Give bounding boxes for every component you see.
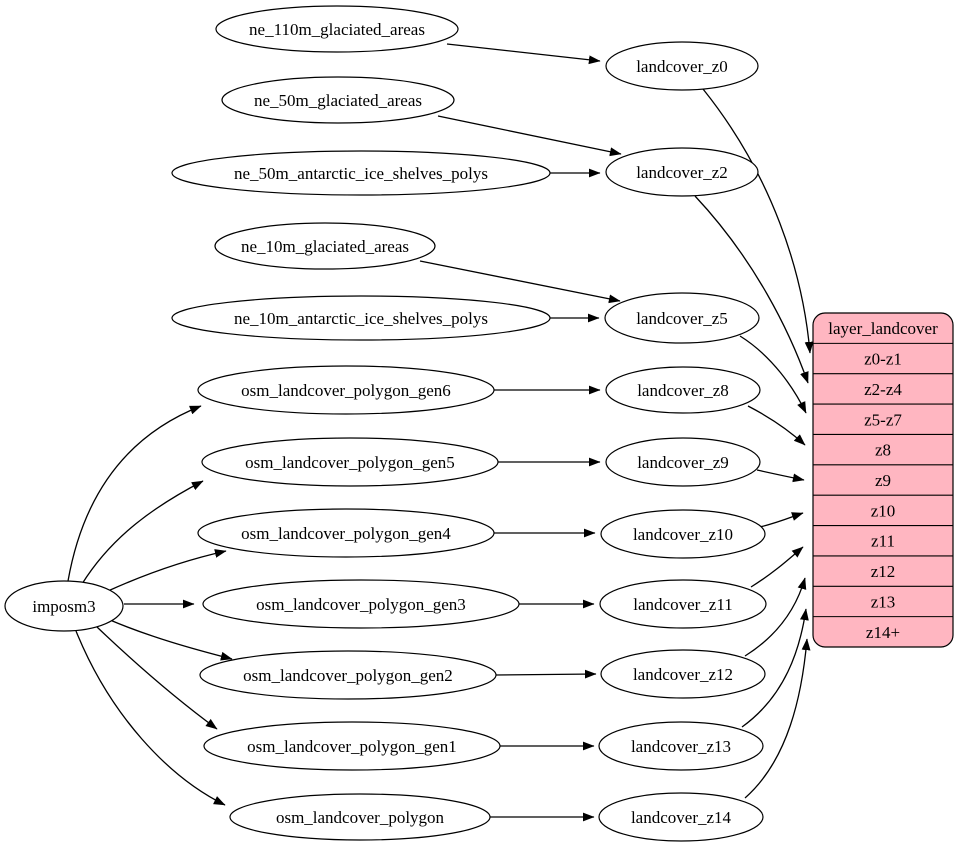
edge-imposm3--osm_landcover_polygon_gen5 — [81, 480, 204, 585]
node-osm_landcover_polygon_gen2[interactable]: osm_landcover_polygon_gen2 — [199, 650, 497, 700]
node-label: ne_10m_antarctic_ice_shelves_polys — [234, 309, 488, 328]
node-ne_50m_glaciated_areas[interactable]: ne_50m_glaciated_areas — [221, 76, 455, 124]
node-label: osm_landcover_polygon_gen5 — [245, 453, 455, 472]
table-row-z0-z1[interactable]: z0-z1 — [864, 350, 902, 369]
node-label: landcover_z12 — [633, 665, 733, 684]
edge-ne_50m_glaciated_areas--landcover_z2 — [437, 115, 622, 157]
node-ne_50m_antarctic_ice_shelves_polys[interactable]: ne_50m_antarctic_ice_shelves_polys — [171, 150, 551, 196]
table-layer_landcover[interactable]: layer_landcover z0-z1 z2-z4 z5-z7 z8 z9 z10 z11… — [812, 312, 954, 648]
node-label: ne_50m_antarctic_ice_shelves_polys — [234, 164, 488, 183]
node-landcover_z9[interactable]: landcover_z9 — [605, 437, 761, 487]
edge-landcover_z5--layer_landcover:z5-z7 — [739, 335, 807, 414]
edge-ne_110m_glaciated_areas--landcover_z0 — [446, 43, 601, 65]
node-ne_10m_antarctic_ice_shelves_polys[interactable]: ne_10m_antarctic_ice_shelves_polys — [171, 295, 551, 341]
node-osm_landcover_polygon_gen4[interactable]: osm_landcover_polygon_gen4 — [197, 508, 495, 558]
node-label: osm_landcover_polygon_gen6 — [241, 381, 451, 400]
node-label: landcover_z9 — [637, 453, 729, 472]
edge-landcover_z13--layer_landcover:z13 — [741, 608, 809, 728]
node-label: landcover_z10 — [633, 525, 733, 544]
edge-landcover_z14--layer_landcover:z14+ — [744, 638, 811, 799]
node-osm_landcover_polygon_gen5[interactable]: osm_landcover_polygon_gen5 — [201, 437, 499, 487]
node-ne_10m_glaciated_areas[interactable]: ne_10m_glaciated_areas — [214, 222, 436, 270]
node-label: ne_10m_glaciated_areas — [241, 237, 409, 256]
node-label: osm_landcover_polygon_gen1 — [247, 737, 457, 756]
table-row-z14+[interactable]: z14+ — [866, 623, 900, 642]
node-landcover_z13[interactable]: landcover_z13 — [598, 721, 764, 771]
edge-landcover_z12--layer_landcover:z12 — [744, 577, 807, 657]
node-label: osm_landcover_polygon — [276, 808, 445, 827]
node-label: ne_50m_glaciated_areas — [254, 91, 422, 110]
nodes-layer: imposm3 ne_110m_glaciated_areas ne_50m_gla… — [4, 5, 767, 842]
edge-landcover_z11--layer_landcover:z11 — [750, 546, 804, 588]
table-row-z9[interactable]: z9 — [875, 471, 891, 490]
table-outline — [812, 312, 954, 648]
table-row-z2-z4[interactable]: z2-z4 — [864, 380, 902, 399]
node-label: landcover_z5 — [636, 309, 728, 328]
edge-imposm3--osm_landcover_polygon_gen1 — [96, 626, 218, 730]
edge-ne_10m_glaciated_areas--landcover_z5 — [419, 260, 621, 304]
edges-layer — [67, 43, 814, 822]
table-header: layer_landcover — [828, 319, 938, 338]
node-label: osm_landcover_polygon_gen2 — [243, 666, 453, 685]
node-osm_landcover_polygon_gen6[interactable]: osm_landcover_polygon_gen6 — [197, 365, 495, 415]
edge-landcover_z10--layer_landcover:z10 — [759, 512, 804, 528]
node-osm_landcover_polygon_gen3[interactable]: osm_landcover_polygon_gen3 — [202, 579, 520, 629]
node-landcover_z11[interactable]: landcover_z11 — [599, 579, 767, 629]
edge-imposm3--osm_landcover_polygon_gen4 — [107, 549, 227, 592]
node-landcover_z14[interactable]: landcover_z14 — [598, 792, 764, 842]
node-label: osm_landcover_polygon_gen3 — [256, 595, 466, 614]
node-osm_landcover_polygon[interactable]: osm_landcover_polygon — [229, 793, 491, 841]
table-row-z13[interactable]: z13 — [871, 592, 896, 611]
edge-landcover_z8--layer_landcover:z8 — [747, 405, 806, 446]
node-label: landcover_z11 — [633, 595, 732, 614]
node-landcover_z12[interactable]: landcover_z12 — [600, 649, 766, 699]
edge-imposm3--osm_landcover_polygon — [75, 630, 226, 806]
table-row-z5-z7[interactable]: z5-z7 — [864, 410, 902, 429]
node-label: landcover_z0 — [636, 57, 728, 76]
edge-osm_landcover_polygon_gen2--landcover_z12 — [495, 669, 597, 679]
node-label: landcover_z13 — [631, 737, 731, 756]
node-label: imposm3 — [32, 597, 95, 616]
edge-landcover_z2--layer_landcover:z2-z4 — [694, 195, 809, 384]
node-label: ne_110m_glaciated_areas — [249, 20, 425, 39]
node-landcover_z8[interactable]: landcover_z8 — [605, 366, 761, 414]
table-row-z12[interactable]: z12 — [871, 562, 896, 581]
table-row-z11[interactable]: z11 — [871, 532, 895, 551]
node-landcover_z10[interactable]: landcover_z10 — [600, 509, 766, 559]
node-landcover_z2[interactable]: landcover_z2 — [605, 147, 759, 197]
edge-landcover_z0--layer_landcover:z0-z1 — [702, 88, 814, 354]
node-landcover_z5[interactable]: landcover_z5 — [604, 292, 760, 344]
node-label: osm_landcover_polygon_gen4 — [241, 524, 451, 543]
table-row-z8[interactable]: z8 — [875, 441, 891, 460]
node-landcover_z0[interactable]: landcover_z0 — [605, 41, 759, 91]
node-osm_landcover_polygon_gen1[interactable]: osm_landcover_polygon_gen1 — [203, 721, 501, 771]
edge-imposm3--osm_landcover_polygon_gen6 — [67, 405, 202, 582]
node-imposm3[interactable]: imposm3 — [4, 580, 124, 632]
node-label: landcover_z2 — [636, 163, 728, 182]
node-ne_110m_glaciated_areas[interactable]: ne_110m_glaciated_areas — [215, 5, 459, 53]
node-label: landcover_z14 — [631, 808, 732, 827]
edge-imposm3--osm_landcover_polygon_gen2 — [109, 619, 233, 661]
edge-landcover_z9--layer_landcover:z9 — [756, 469, 805, 483]
node-label: landcover_z8 — [637, 381, 729, 400]
table-row-z10[interactable]: z10 — [871, 501, 896, 520]
